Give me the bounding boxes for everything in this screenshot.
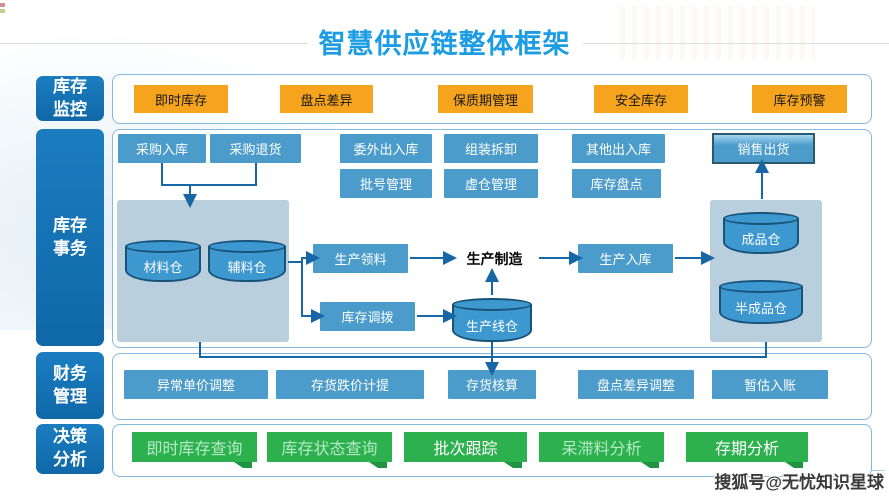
node-stocktaking: 库存盘点 (572, 169, 661, 198)
sidebar-inventory-monitor: 库存 监控 (36, 76, 104, 121)
cylinder-label: 成品仓 (741, 232, 781, 247)
node-batch-number-management: 批号管理 (340, 169, 432, 198)
cylinder-material-warehouse: 材料仓 (125, 240, 201, 282)
sidebar-decision: 决策 分析 (36, 424, 104, 474)
node-other-in-out: 其他出入库 (572, 134, 665, 163)
node-count-difference-adjustment: 盘点差异调整 (578, 370, 694, 399)
sidebar-finance: 财务 管理 (36, 352, 104, 419)
cylinder-top (208, 240, 286, 253)
node-assembly-disassembly: 组装拆卸 (444, 134, 538, 163)
watermark: 搜狐号@无忧知识星球 (714, 473, 884, 492)
edge-mark (0, 3, 5, 7)
node-production-picking: 生产领料 (313, 244, 408, 273)
cylinder-label: 辅料仓 (227, 260, 267, 275)
node-production-manufacturing: 生产制造 (452, 244, 537, 273)
cylinder-auxiliary-warehouse: 辅料仓 (208, 240, 286, 282)
cylinder-top (719, 280, 803, 293)
node-batch-tracking: 批次跟踪 (404, 432, 527, 468)
cylinder-body (208, 246, 286, 282)
sidebar-inventory-transaction: 库存 事务 (36, 129, 104, 346)
cylinder-production-line-warehouse: 生产线仓 (452, 298, 532, 342)
node-count-difference: 盘点差异 (280, 85, 373, 113)
buildings-decoration (620, 6, 815, 60)
node-purchase-inbound: 采购入库 (118, 134, 206, 163)
cylinder-label: 生产线仓 (465, 319, 518, 334)
node-dead-stock-analysis: 呆滞料分析 (539, 432, 664, 468)
edge-mark (0, 9, 5, 13)
cylinder-top (125, 240, 201, 253)
node-estimated-entry: 暂估入账 (712, 370, 828, 399)
node-sales-shipment: 销售出货 (712, 133, 815, 164)
node-virtual-warehouse-management: 虚仓管理 (444, 169, 538, 198)
page-title-text: 智慧供应链整体框架 (306, 22, 583, 61)
cylinder-label: 半成品仓 (734, 301, 787, 316)
cylinder-semi-finished-warehouse: 半成品仓 (719, 280, 803, 324)
node-storage-age-analysis: 存期分析 (686, 432, 808, 468)
node-inventory-depreciation: 存货跌价计提 (276, 370, 424, 399)
node-shelf-life-management: 保质期管理 (438, 85, 533, 113)
node-realtime-inventory-query: 即时库存查询 (132, 432, 257, 468)
node-abnormal-price-adjustment: 异常单价调整 (124, 370, 268, 399)
cylinder-top (723, 212, 799, 225)
node-inventory-accounting: 存货核算 (448, 370, 536, 399)
node-inventory-transfer: 库存调拨 (320, 302, 415, 331)
cylinder-top (452, 298, 532, 311)
cylinder-label: 材料仓 (143, 260, 183, 275)
node-inventory-alert: 库存预警 (752, 85, 847, 113)
page-title: 智慧供应链整体框架 (0, 22, 889, 61)
node-outsourcing-in-out: 委外出入库 (340, 134, 432, 163)
node-safety-stock: 安全库存 (594, 85, 688, 113)
cylinder-finished-warehouse: 成品仓 (723, 212, 799, 254)
node-purchase-return: 采购退货 (210, 134, 301, 163)
node-inventory-status-query: 库存状态查询 (267, 432, 392, 468)
node-production-inbound: 生产入库 (578, 244, 673, 273)
node-realtime-inventory: 即时库存 (134, 85, 228, 113)
